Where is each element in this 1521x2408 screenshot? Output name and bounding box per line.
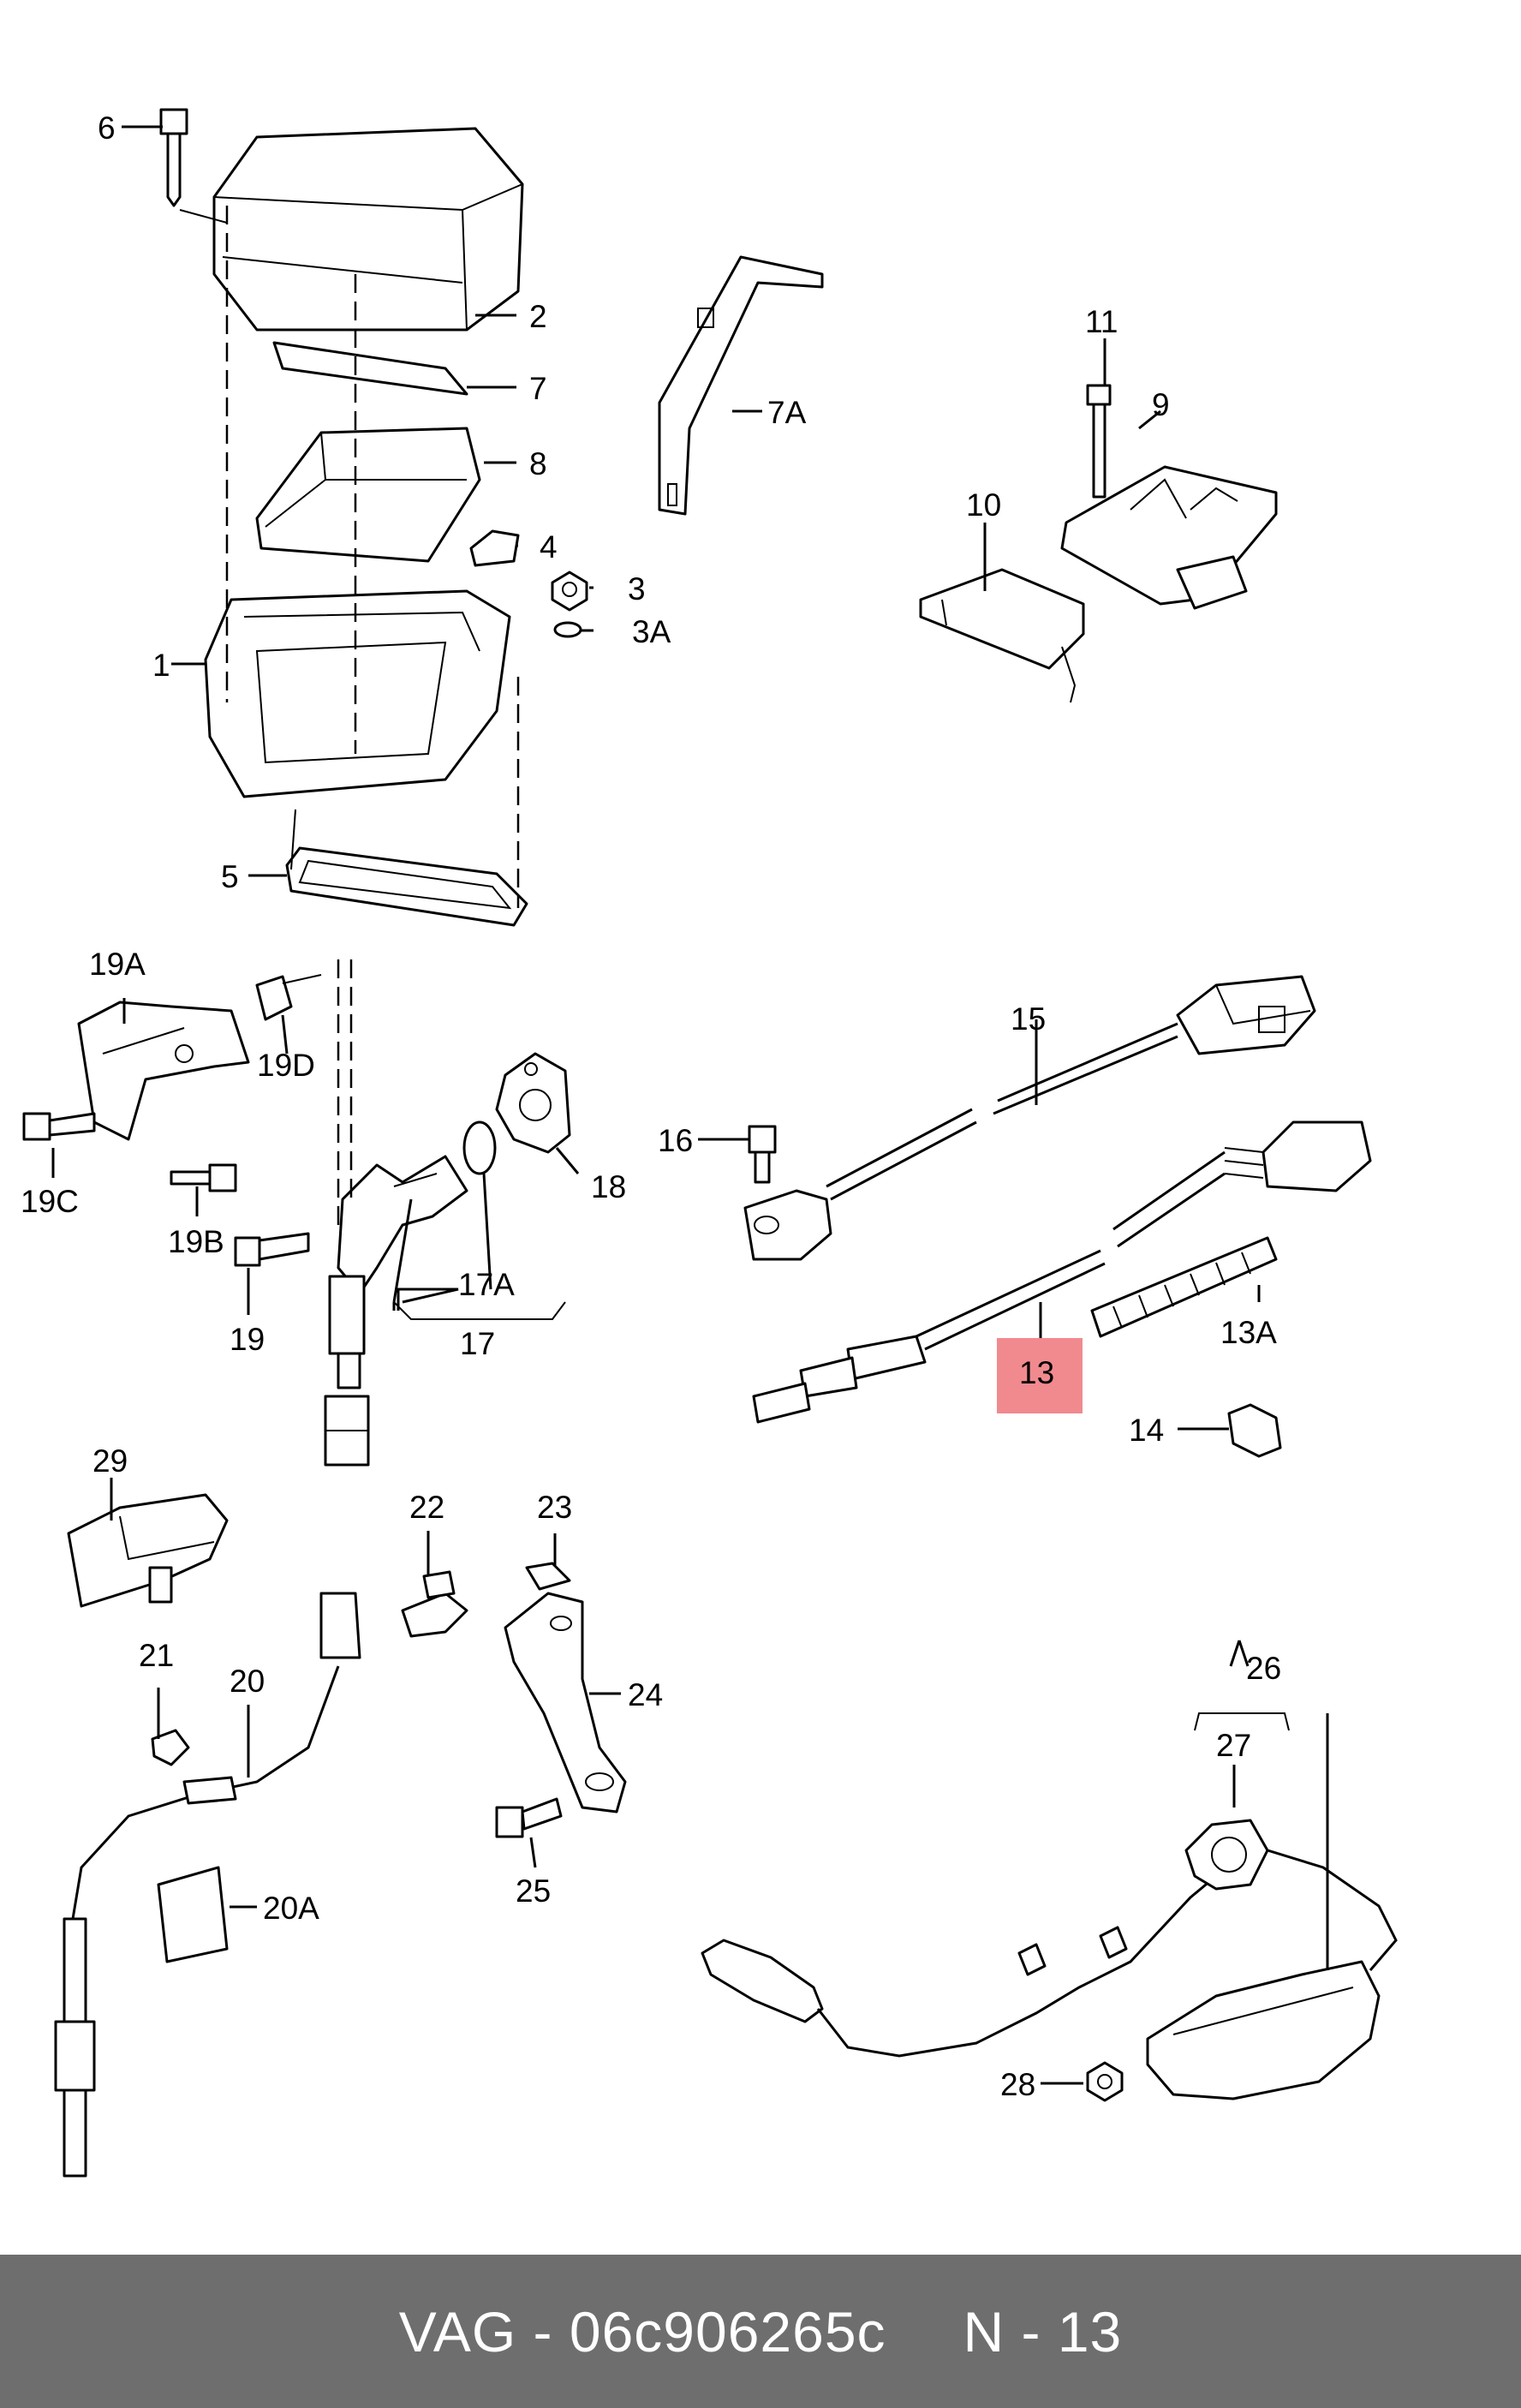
bracket-assembly-9-10-11 (919, 384, 1278, 703)
label-23: 23 (537, 1490, 572, 1525)
footer-separator: - (533, 2299, 553, 2363)
label-3: 3 (628, 571, 646, 606)
label-27: 27 (1216, 1728, 1251, 1763)
label-9: 9 (1152, 387, 1170, 422)
label-17: 17 (460, 1326, 495, 1361)
highlight-13 (997, 1338, 1083, 1413)
label-18: 18 (591, 1169, 626, 1204)
label-4: 4 (540, 529, 558, 565)
label-13: 13 (1019, 1355, 1054, 1390)
label-8: 8 (529, 446, 547, 481)
label-20: 20 (230, 1664, 265, 1699)
label-2: 2 (529, 299, 547, 334)
label-7a: 7A (767, 395, 807, 430)
footer-brand: VAG (398, 2299, 517, 2363)
label-19b: 19B (168, 1224, 224, 1259)
label-15: 15 (1011, 1001, 1046, 1037)
label-10: 10 (966, 487, 1001, 523)
sensor-bracket-group (54, 1493, 627, 2178)
label-14: 14 (1129, 1413, 1164, 1448)
label-19c: 19C (21, 1184, 79, 1219)
label-22: 22 (409, 1490, 444, 1525)
label-26: 26 (1246, 1651, 1281, 1686)
label-13a: 13A (1220, 1315, 1277, 1350)
label-24: 24 (628, 1677, 663, 1712)
label-19d: 19D (257, 1048, 315, 1083)
footer-position: N - 13 (963, 2299, 1123, 2363)
lambda-probe-2-group (701, 1819, 1398, 2102)
label-16: 16 (658, 1123, 693, 1158)
label-7: 7 (529, 371, 547, 406)
bracket-7a (658, 255, 824, 516)
label-21: 21 (139, 1638, 174, 1673)
lambda-probe-group (743, 975, 1372, 1458)
label-17a: 17A (458, 1267, 515, 1302)
leader-lines (51, 125, 1329, 2085)
footer-bar: VAG - 06c906265c N - 13 (0, 2255, 1521, 2408)
label-28: 28 (1000, 2067, 1035, 2102)
label-5: 5 (221, 859, 239, 894)
speed-sensor-group (22, 959, 571, 1467)
label-1: 1 (152, 648, 170, 683)
label-19a: 19A (89, 947, 146, 982)
label-20a: 20A (263, 1891, 319, 1926)
label-3a: 3A (632, 614, 671, 649)
label-11: 11 (1085, 304, 1118, 339)
label-29: 29 (92, 1443, 128, 1479)
callout-labels: 6 2 7 8 4 3 3A 1 5 7A 11 9 10 19A 19D 19… (21, 111, 1281, 2102)
label-6: 6 (98, 111, 116, 146)
label-25: 25 (516, 1873, 551, 1909)
footer-part-number: 06c906265c (569, 2299, 886, 2363)
ecu-housing-group (159, 108, 588, 927)
label-19: 19 (230, 1322, 265, 1357)
parts-diagram: 6 2 7 8 4 3 3A 1 5 7A 11 9 10 19A 19D 19… (21, 108, 1398, 2178)
